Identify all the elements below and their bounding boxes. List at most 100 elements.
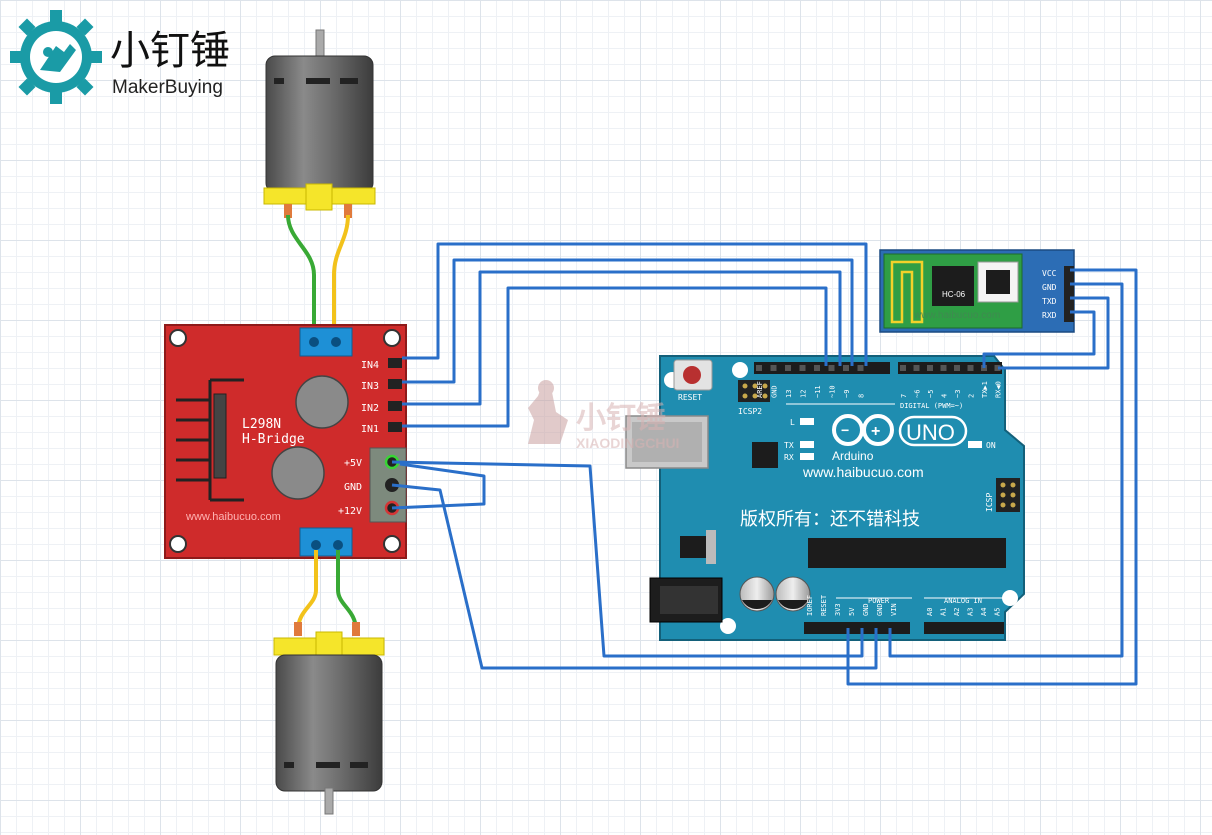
motor-shaft xyxy=(324,787,334,815)
led-on-label: ON xyxy=(986,441,996,450)
header-pin[interactable] xyxy=(940,365,947,371)
motor-terminal-bottom xyxy=(299,527,353,557)
wire-gnd-driver xyxy=(391,483,878,670)
svg-text:+: + xyxy=(871,423,880,440)
header-pin[interactable] xyxy=(954,365,960,371)
bt-url: www.haibucuo.com xyxy=(913,310,1000,321)
pin-label: RX◀0 xyxy=(995,381,1003,398)
arduino-model: UNO xyxy=(906,420,955,445)
header-pin[interactable] xyxy=(828,365,835,371)
pin-label: ~3 xyxy=(954,390,962,398)
pin-label: 7 xyxy=(900,394,908,398)
pin-label: A2 xyxy=(953,608,961,616)
pin-label-12v: +12V xyxy=(338,506,362,517)
pin-label: ~5 xyxy=(927,390,935,398)
pin-label: A3 xyxy=(967,608,975,616)
l298n-driver: L298N H-Bridge www.haibucuo.com IN4 IN3 … xyxy=(164,324,407,559)
icsp2-header xyxy=(738,380,770,402)
header-pin[interactable] xyxy=(967,365,974,371)
motor-body xyxy=(265,55,374,193)
led-rx xyxy=(800,453,814,460)
header-pin[interactable] xyxy=(857,365,864,371)
header-pin[interactable] xyxy=(994,365,1001,371)
power-header xyxy=(804,622,910,634)
header-pin[interactable] xyxy=(913,365,920,371)
wire-in3 xyxy=(402,258,854,384)
bt-pin-rxd: RXD xyxy=(1042,311,1057,320)
pin-label: A0 xyxy=(926,608,934,616)
wire-bt-rxd xyxy=(982,310,1096,368)
pin-label-in4: IN4 xyxy=(361,360,379,371)
header-pin[interactable] xyxy=(770,365,777,371)
pin-label: AREF xyxy=(756,381,764,398)
header-pin[interactable] xyxy=(814,365,820,371)
pin-label: GND xyxy=(862,603,870,616)
wire-bt-gnd xyxy=(888,282,1124,658)
bt-pin-gnd: GND xyxy=(1042,283,1057,292)
logo-title: 小钉锤 xyxy=(110,28,230,74)
pin-label: 8 xyxy=(858,394,866,398)
voltage-regulator xyxy=(680,536,706,558)
header-pin[interactable] xyxy=(927,365,933,371)
motor-bottom xyxy=(273,622,385,815)
pin-label: GND xyxy=(771,385,779,398)
arduino-brand: Arduino xyxy=(832,449,874,463)
pin-label: A4 xyxy=(980,608,988,616)
motor-top xyxy=(263,29,376,218)
watermark: 小钉锤 XIAODINGCHUI xyxy=(528,380,679,451)
wire-12v xyxy=(391,462,486,510)
atmega-chip xyxy=(808,538,1006,568)
wire-5v xyxy=(391,460,864,658)
pin-label-in2: IN2 xyxy=(361,403,379,414)
wire-in2 xyxy=(402,270,842,406)
hc06-bluetooth: HC-06 www.haibucuo.com VCC GND TXD RXD xyxy=(879,249,1075,333)
header-pin[interactable] xyxy=(843,365,849,371)
pin-label: 2 xyxy=(968,394,976,398)
led-tx-label: TX xyxy=(784,441,794,450)
header-pin[interactable] xyxy=(756,365,762,371)
bt-model: HC-06 xyxy=(942,290,966,299)
logo-subtitle: MakerBuying xyxy=(112,77,223,98)
header-pin[interactable] xyxy=(900,365,906,371)
driver-subtitle: H-Bridge xyxy=(242,432,305,447)
pin-label: 5V xyxy=(848,607,856,616)
wire-bt-txd xyxy=(998,296,1110,370)
bt-chip xyxy=(932,266,974,306)
gear-icon xyxy=(10,10,102,104)
wire-green-top xyxy=(286,214,316,335)
capacitor xyxy=(295,375,349,429)
wire-in1 xyxy=(402,286,828,428)
header-pin[interactable] xyxy=(785,365,791,371)
bt-pin-txd: TXD xyxy=(1042,297,1057,306)
pin-label: TX▶1 xyxy=(981,381,989,398)
watermark-title: 小钉锤 xyxy=(576,401,666,436)
header-pin[interactable] xyxy=(799,365,806,371)
pin-label-5v: +5V xyxy=(344,458,362,469)
led-l xyxy=(800,418,814,425)
led-tx xyxy=(800,441,814,448)
analog-label: ANALOG IN xyxy=(944,597,982,605)
copyright-text: 版权所有：还不错科技 xyxy=(740,509,920,530)
arduino-url: www.haibucuo.com xyxy=(802,464,924,480)
wire-yellow-top xyxy=(332,214,350,335)
reset-label: RESET xyxy=(678,393,702,402)
icsp-label: ICSP xyxy=(985,493,994,512)
pin-label: RESET xyxy=(820,594,828,616)
digital-label: DIGITAL (PWM=~) xyxy=(900,402,963,410)
led-l-label: L xyxy=(790,418,795,427)
pin-label-gnd: GND xyxy=(344,482,362,493)
capacitor xyxy=(271,446,325,500)
motor-terminal-top xyxy=(299,327,353,357)
usb-chip xyxy=(752,442,778,468)
pin-label: 4 xyxy=(941,394,949,398)
watermark-subtitle: XIAODINGCHUI xyxy=(576,435,679,451)
maker-logo: 小钉锤 MakerBuying xyxy=(10,10,230,104)
pin-label: ~11 xyxy=(814,385,822,398)
capacitor xyxy=(775,576,811,612)
digital-header-right xyxy=(898,362,1002,374)
wire-green-bottom xyxy=(336,550,358,631)
pin-label-in1: IN1 xyxy=(361,424,379,435)
